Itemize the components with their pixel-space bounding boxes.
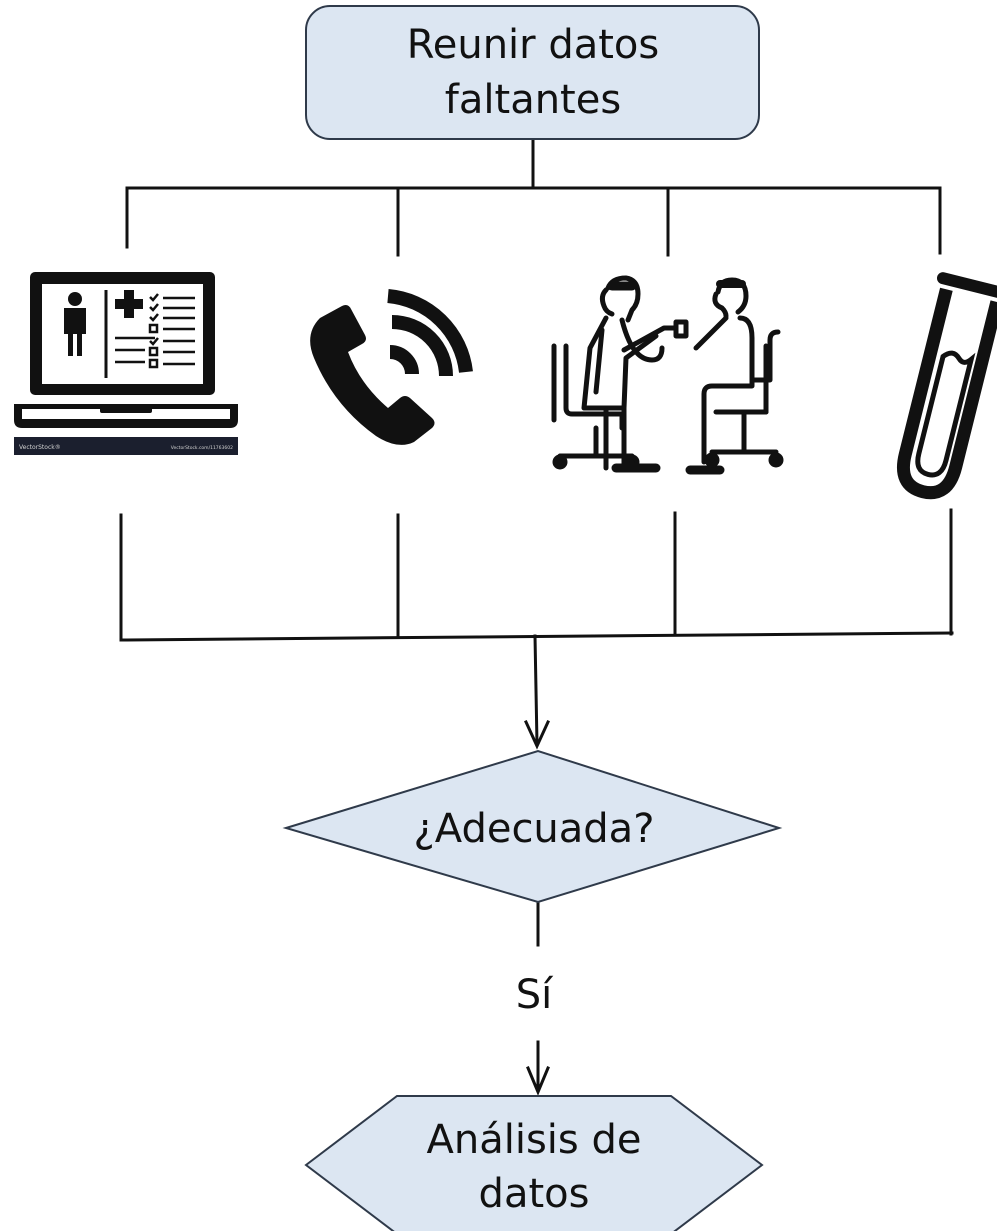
end-node-label-line1: Análisis de bbox=[427, 1117, 642, 1163]
laptop-medical-record-icon: VectorStock® VectorStock.com/11763602 bbox=[14, 272, 238, 455]
bus-to-decision-line bbox=[533, 634, 539, 746]
watermark-left-text: VectorStock® bbox=[19, 444, 61, 451]
yes-edge-label: Sí bbox=[516, 972, 554, 1018]
connectors bbox=[119, 138, 954, 1096]
doctor-patient-consultation-icon bbox=[551, 275, 784, 475]
decision-node-shape bbox=[282, 749, 783, 904]
decision-node: ¿Adecuada? bbox=[282, 749, 783, 904]
end-node: Análisis de datos bbox=[304, 1095, 764, 1231]
arrowhead-to-end bbox=[526, 1066, 550, 1096]
end-node-label-line2: datos bbox=[479, 1171, 590, 1217]
arrowhead-to-decision bbox=[524, 720, 550, 750]
test-tube-icon bbox=[896, 272, 997, 500]
start-node-label-line2: faltantes bbox=[445, 77, 621, 123]
start-node: Reunir datos faltantes bbox=[305, 5, 760, 140]
end-node-shape bbox=[304, 1095, 764, 1231]
start-node-label-line1: Reunir datos bbox=[407, 22, 659, 68]
start-node-shape bbox=[305, 5, 760, 140]
phone-call-icon bbox=[310, 289, 473, 445]
decision-node-label: ¿Adecuada? bbox=[414, 806, 655, 852]
watermark-right-text: VectorStock.com/11763602 bbox=[171, 445, 233, 451]
